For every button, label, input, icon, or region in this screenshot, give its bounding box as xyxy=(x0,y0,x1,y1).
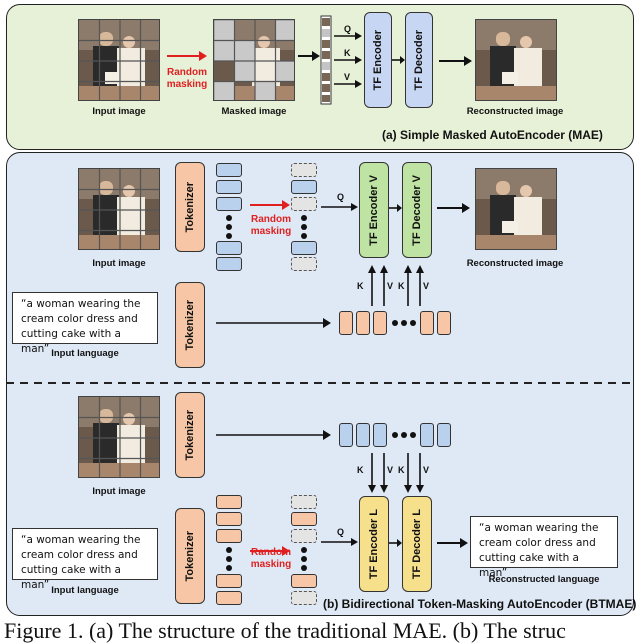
input-text-b-top: “a woman wearing the cream color dress a… xyxy=(12,292,158,355)
v-label-b-top-1: V xyxy=(387,281,394,291)
reconstructed-language-label: Reconstructed language xyxy=(488,574,600,585)
q-label-b-bottom: Q xyxy=(337,527,345,537)
arrow-to-output-a xyxy=(439,56,472,66)
random-masking-label-a: Random masking xyxy=(166,67,208,90)
tokenizer-image-b-top: Tokenizer xyxy=(175,162,205,252)
masked-image-a xyxy=(213,19,295,101)
tf-encoder-a: TF Encoder xyxy=(364,12,392,108)
random-masking-arrow-a xyxy=(167,51,207,61)
tf-decoder-v: TF Decoder V xyxy=(402,162,432,258)
random-masking-arrow-b-top xyxy=(250,200,290,210)
tf-decoder-l: TF Decoder L xyxy=(402,496,432,592)
q-arrow-b-bottom xyxy=(321,538,358,546)
reconstructed-image-label-b-top: Reconstructed image xyxy=(466,258,564,269)
v-label-b-bottom-2: V xyxy=(423,465,430,475)
tokenizer-text-b-top: Tokenizer xyxy=(175,282,205,368)
input-image-a xyxy=(78,19,160,101)
arrow-enc-dec-b-bottom xyxy=(389,539,402,547)
kv-up-arrows-b-top xyxy=(368,265,424,306)
tf-encoder-v: TF Encoder V xyxy=(359,162,389,258)
input-image-label-a: Input image xyxy=(92,106,146,117)
section-divider xyxy=(6,382,634,384)
k-label-b-top-2: K xyxy=(398,281,405,291)
q-label-a: Q xyxy=(344,24,352,34)
arrow-to-output-b-top xyxy=(437,203,470,213)
figure-caption: Figure 1. (a) The structure of the tradi… xyxy=(4,618,566,643)
patch-sequence-a xyxy=(320,15,332,105)
masked-image-label-a: Masked image xyxy=(221,106,287,117)
reconstructed-image-b-top xyxy=(475,168,557,250)
panel-b-caption: (b) Bidirectional Token-Masking AutoEnco… xyxy=(323,597,637,611)
input-image-b-bottom xyxy=(78,396,160,478)
kv-down-arrows-b-bottom xyxy=(368,453,424,493)
arrow-to-patches-a xyxy=(298,51,320,61)
random-masking-label-b-top: Random masking xyxy=(250,214,292,237)
k-label-b-bottom-1: K xyxy=(357,465,364,475)
v-label-b-top-2: V xyxy=(423,281,430,291)
input-language-label-b-top: Input language xyxy=(51,348,119,359)
reconstructed-image-a xyxy=(475,19,557,101)
qkv-arrows-a xyxy=(334,32,362,88)
random-masking-label-b-bottom: Random masking xyxy=(250,547,292,570)
q-label-b-top: Q xyxy=(337,192,345,202)
tokenizer-image-b-bottom: Tokenizer xyxy=(175,392,205,478)
arrow-enc-dec-a xyxy=(392,56,405,64)
q-arrow-b-top xyxy=(321,203,358,211)
arrow-to-output-b-bottom xyxy=(437,538,468,548)
k-label-a: K xyxy=(344,48,351,58)
input-image-label-b-bottom: Input image xyxy=(92,486,146,497)
input-language-label-b-bottom: Input language xyxy=(51,585,119,596)
reconstructed-text-b-bottom: “a woman wearing the cream color dress a… xyxy=(470,516,618,579)
k-label-b-top-1: K xyxy=(357,281,364,291)
k-label-b-bottom-2: K xyxy=(398,465,405,475)
arrow-to-lang-tokens-b-top xyxy=(216,318,331,328)
v-label-b-bottom-1: V xyxy=(387,465,394,475)
tf-decoder-a: TF Decoder xyxy=(405,12,433,108)
tokenizer-text-b-bottom: Tokenizer xyxy=(175,508,205,604)
input-image-label-b-top: Input image xyxy=(92,258,146,269)
tf-encoder-l: TF Encoder L xyxy=(359,496,389,592)
arrow-enc-dec-b-top xyxy=(389,204,402,212)
input-text-b-bottom: “a woman wearing the cream color dress a… xyxy=(12,528,158,591)
random-masking-arrow-b-bottom xyxy=(250,546,290,556)
input-image-b-top xyxy=(78,168,160,250)
arrow-to-image-tokens-b-bottom xyxy=(216,430,331,440)
reconstructed-image-label-a: Reconstructed image xyxy=(466,106,564,117)
v-label-a: V xyxy=(344,72,351,82)
panel-a-caption: (a) Simple Masked AutoEncoder (MAE) xyxy=(382,128,603,142)
